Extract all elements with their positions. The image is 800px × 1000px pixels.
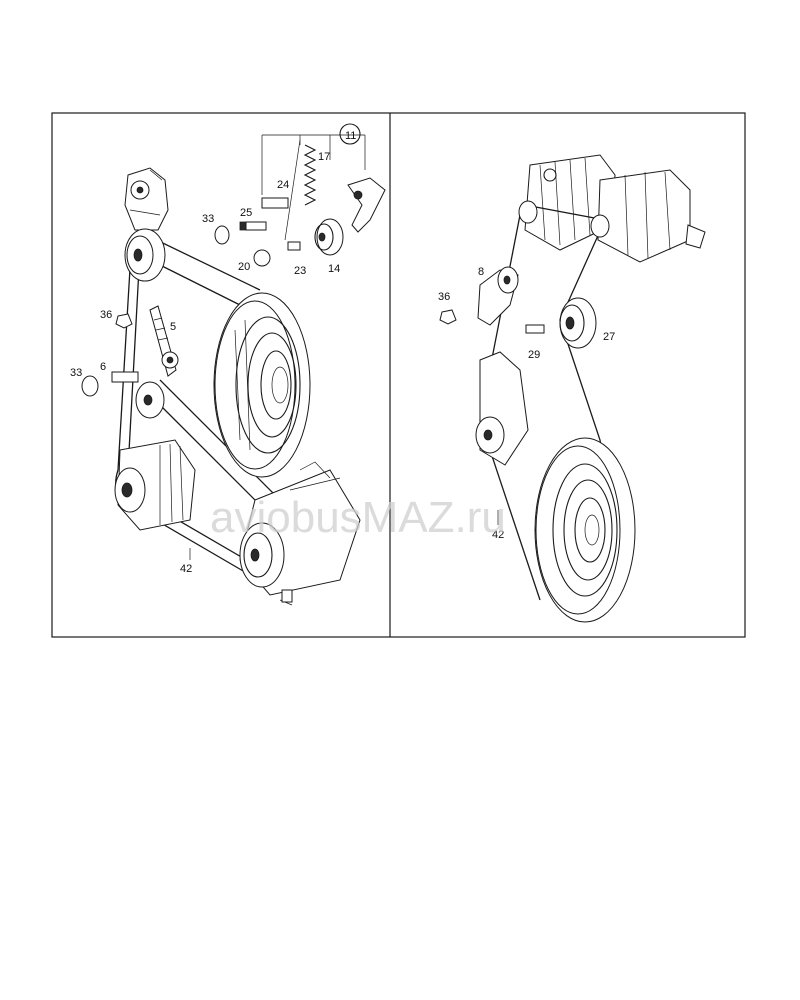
label-17: 17 [318,151,330,163]
label-23: 23 [294,265,306,277]
crankshaft-pulley [213,292,311,478]
upper-idler-pulley [124,228,166,282]
exploded-hardware [81,123,386,560]
tensioner-bracket [124,167,169,231]
left-panel: 11 17 24 25 33 20 23 14 36 5 6 33 42 [70,123,386,606]
label-33-upper: 33 [202,213,214,225]
label-11: 11 [345,130,356,142]
label-25: 25 [240,207,252,219]
label-24: 24 [277,179,289,191]
idler-top [518,200,538,224]
crankshaft-pulley-right [534,437,636,623]
tensioner-assembly-right [475,351,529,466]
tensioner-5 [149,305,179,377]
watermark: aviobusMAZ.ru [210,493,506,542]
label-29: 29 [528,349,540,361]
label-5: 5 [170,321,176,333]
label-8: 8 [478,266,484,278]
idler-top-right [590,214,610,238]
right-panel: 8 36 29 27 42 [438,154,706,623]
label-42-right: 42 [492,529,504,541]
diagram-frame [51,112,746,638]
label-42-left: 42 [180,563,192,575]
ac-compressor [239,461,361,606]
idler-pulley-27 [559,297,597,349]
bolt-36-right [439,309,457,325]
alternator-left [114,439,196,531]
label-27: 27 [603,331,615,343]
lower-idler-pulley [135,381,165,419]
bolt-29 [525,324,545,334]
label-36-right: 36 [438,291,450,303]
label-6: 6 [100,361,106,373]
tensioner-8 [477,266,519,326]
label-14: 14 [328,263,340,275]
label-20: 20 [238,261,250,273]
compressor-top [597,169,706,263]
label-36: 36 [100,309,112,321]
label-33-lower: 33 [70,367,82,379]
